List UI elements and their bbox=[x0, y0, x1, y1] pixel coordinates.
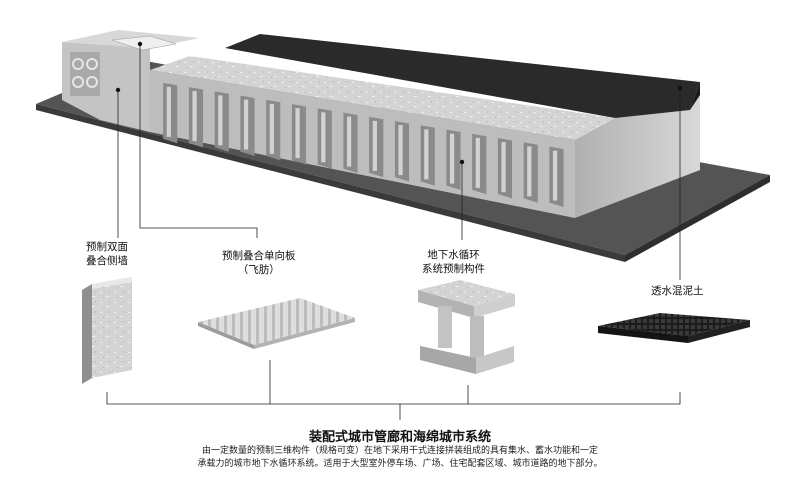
gallery-pillar bbox=[346, 116, 352, 167]
gallery-pillar bbox=[449, 133, 455, 184]
gallery-pillar bbox=[166, 86, 171, 137]
diagram-description: 由一定数量的预制三维构件（规格可变）在地下采用干式连接拼装组成的具有集水、蓄水功… bbox=[0, 445, 800, 471]
gallery-pillar bbox=[192, 91, 197, 142]
diagram-title: 装配式城市管廊和海绵城市系统 bbox=[308, 430, 491, 445]
gallery-pillar bbox=[398, 125, 403, 176]
gallery-pillar bbox=[424, 129, 429, 180]
label-precast-wall: 预制双面 叠合侧墙 bbox=[86, 241, 128, 267]
gallery-pillar bbox=[269, 103, 274, 154]
gallery-pillar bbox=[321, 112, 326, 163]
gallery-pillar bbox=[372, 120, 377, 171]
leader-dots bbox=[115, 41, 683, 165]
gallery-pillar bbox=[295, 108, 300, 159]
groundwater-module bbox=[418, 280, 515, 374]
utility-gallery-model bbox=[62, 30, 700, 218]
gallery-pillar bbox=[527, 146, 532, 197]
gallery-pillar bbox=[475, 137, 480, 188]
description-line: 承载力的城市地下水循环系统。适用于大型室外停车场、广场、住宅配套区域、城市道路的… bbox=[197, 459, 603, 469]
label-ribbed-slab: 预制叠合单向板 （飞肪） bbox=[222, 250, 296, 276]
precast-wall-panel bbox=[82, 277, 132, 384]
gallery-pillar bbox=[243, 99, 249, 150]
pervious-concrete-block bbox=[598, 313, 750, 343]
label-groundwater-module: 地下水循环 系统预制构件 bbox=[422, 249, 485, 275]
description-line: 由一定数量的预制三维构件（规格可变）在地下采用干式连接拼装组成的具有集水、蓄水功… bbox=[201, 446, 598, 456]
precast-ribbed-slab bbox=[198, 298, 355, 349]
label-pervious-concrete: 透水混泥土 bbox=[651, 285, 704, 297]
gallery-pillar bbox=[552, 150, 558, 201]
gallery-pillar bbox=[501, 142, 506, 193]
gallery-pillar bbox=[218, 95, 223, 146]
leader-lines bbox=[106, 44, 681, 420]
